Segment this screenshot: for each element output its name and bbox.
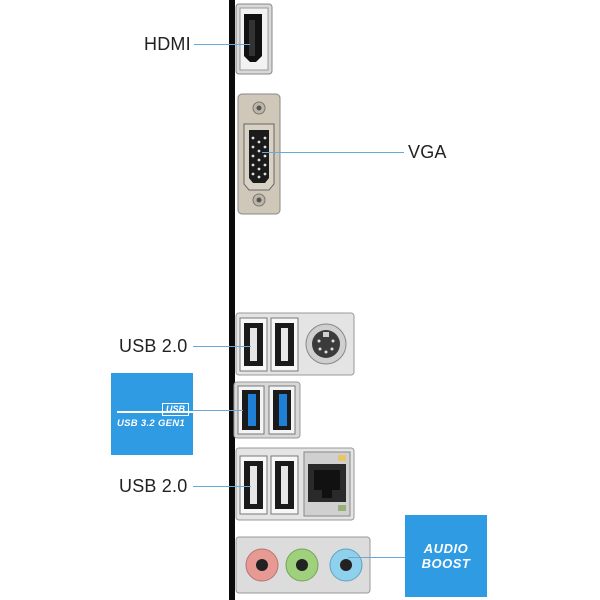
usb32-leader-line xyxy=(193,410,243,411)
usb20-bottom-leader-line xyxy=(193,486,251,487)
io-shield-rail xyxy=(229,0,235,600)
audio-block xyxy=(235,536,371,594)
usb-logo-bar xyxy=(117,411,197,413)
usb32-block xyxy=(233,381,301,439)
usb20-bottom-label: USB 2.0 xyxy=(119,476,188,496)
usb20-ps2-block xyxy=(235,312,355,376)
usb32-gen1-text: USB 3.2 GEN1 xyxy=(117,418,186,429)
audio-boost-line1: AUDIO xyxy=(423,541,469,556)
usb20-top-label: USB 2.0 xyxy=(119,336,188,356)
usb32-gen1-badge: USB USB 3.2 GEN1 xyxy=(111,373,197,455)
usb-logo-text: USB xyxy=(161,403,189,416)
vga-leader-line xyxy=(262,152,404,153)
vga-label: VGA xyxy=(408,142,447,162)
usb20-top-leader-line xyxy=(193,346,251,347)
audio-leader-line xyxy=(348,557,406,558)
hdmi-port xyxy=(235,3,273,75)
hdmi-label: HDMI xyxy=(144,34,191,54)
audio-boost-badge: AUDIO BOOST xyxy=(405,515,487,597)
audio-boost-line2: BOOST xyxy=(421,556,471,571)
hdmi-leader-line xyxy=(194,44,250,45)
usb20-lan-block xyxy=(235,447,355,521)
vga-port xyxy=(237,93,281,215)
